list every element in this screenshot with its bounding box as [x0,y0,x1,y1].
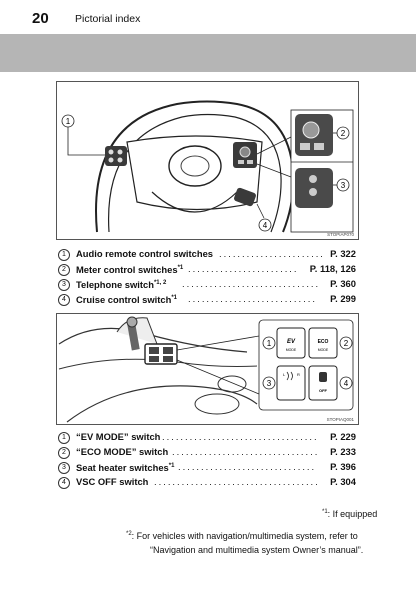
eco-mode-label: MODE [318,348,329,352]
item-label: Seat heater switches [76,462,169,473]
list-item: 2 Meter control switches*1 .............… [58,261,356,276]
item-superscript: *1 [168,463,175,469]
svg-text:L: L [283,372,286,377]
callout-2: 2 [344,339,349,348]
item-superscript: *1 [177,265,184,271]
page-ref: P. 304 [330,476,356,487]
section-title: Pictorial index [75,13,141,25]
item-label: Telephone switch [76,279,154,290]
item-number: 2 [58,447,70,459]
console-figure: EV MODE ECO MODE L R OFF 1 2 3 4 STOPIAQ… [56,313,359,425]
item-label: VSC OFF switch [76,476,149,487]
footnote-2: *2: For vehicles with navigation/multime… [126,527,396,557]
figure-code: STOPIAP070 [327,232,354,237]
page-header: 20 Pictorial index [0,0,416,34]
callout-4: 4 [344,379,349,388]
item-number: 4 [58,477,70,489]
list-item: 3 Seat heater switches*1 ...............… [58,459,356,474]
vsc-off-label: OFF [319,388,328,393]
page-ref: P. 360 [330,278,356,289]
list-item: 4 Cruise control switch*1 ..............… [58,291,356,306]
callout-3: 3 [267,379,272,388]
footnote-1-mark: *1 [322,509,328,515]
item-number: 2 [58,264,70,276]
item-label: Audio remote control switches [76,248,213,259]
steering-wheel-illustration: 1 2 3 4 [61,100,354,233]
callout-2: 2 [341,129,346,138]
item-label: Cruise control switch [76,294,172,305]
steering-switch-list: 1 Audio remote control switches ........… [58,246,356,306]
item-number: 1 [58,432,70,444]
console-illustration: EV MODE ECO MODE L R OFF 1 2 3 4 [58,316,354,423]
page-number: 20 [32,10,49,27]
item-superscript: *1 [171,295,178,301]
footnote-1-text: : If equipped [327,509,378,519]
callout-4: 4 [263,221,268,230]
figure-code: STOPIAQ001 [326,417,354,422]
item-number: 1 [58,249,70,261]
callout-1: 1 [66,117,71,126]
page-ref: P. 229 [330,431,356,442]
ev-label: EV [287,339,296,345]
header-band [0,34,416,72]
steering-wheel-figure: 1 2 3 4 STOPIAP070 [56,81,359,240]
page-ref: P. 299 [330,293,356,304]
footnote-2-mark: *2 [126,531,132,537]
footnote-2-line1: : For vehicles with navigation/multimedi… [131,531,358,541]
item-label: “ECO MODE” switch [76,446,169,457]
item-number: 3 [58,462,70,474]
eco-label: ECO [318,339,329,345]
page-ref: P. 322 [330,248,356,259]
callout-3: 3 [341,181,346,190]
page-ref: P. 233 [330,446,356,457]
item-number: 4 [58,294,70,306]
footnote-1: *1: If equipped [322,509,377,519]
list-item: 1 “EV MODE” switch .....................… [58,429,356,444]
page-ref: P. 396 [330,461,356,472]
ev-mode-label: MODE [286,348,297,352]
console-switch-list: 1 “EV MODE” switch .....................… [58,429,356,489]
list-item: 2 “ECO MODE” switch ....................… [58,444,356,459]
svg-text:R: R [297,372,300,377]
callout-1: 1 [267,339,272,348]
list-item: 1 Audio remote control switches ........… [58,246,356,261]
item-superscript: *1, 2 [153,280,167,286]
item-label: “EV MODE” switch [76,431,161,442]
list-item: 3 Telephone switch*1, 2 ................… [58,276,356,291]
footnote-2-line2: “Navigation and multimedia system Owner’… [150,545,364,555]
item-label: Meter control switches [76,264,178,275]
item-number: 3 [58,279,70,291]
list-item: 4 VSC OFF switch .......................… [58,474,356,489]
page-ref: P. 118, 126 [309,263,356,274]
